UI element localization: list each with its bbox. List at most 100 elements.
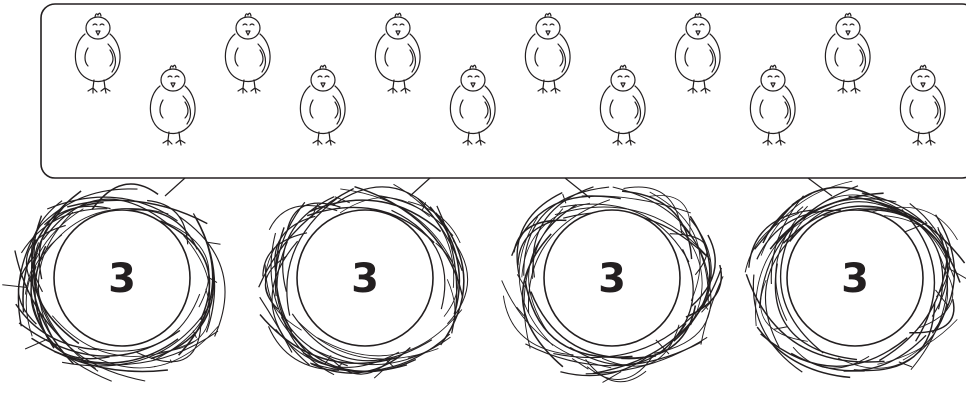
nest-twig bbox=[280, 316, 408, 372]
nest-twig bbox=[123, 209, 198, 250]
nest-twig bbox=[909, 299, 955, 334]
nest-twig bbox=[837, 343, 929, 369]
nest-twig bbox=[192, 330, 197, 339]
nest-twig bbox=[306, 206, 435, 244]
nest-twig bbox=[150, 271, 215, 360]
nest-twig bbox=[169, 359, 173, 364]
nest-twig bbox=[521, 202, 591, 278]
nest-twig bbox=[654, 276, 712, 354]
nest-twig bbox=[745, 274, 885, 363]
nest-icon: 3 bbox=[501, 186, 724, 383]
nest-twig bbox=[2, 284, 28, 288]
nest-twig bbox=[935, 289, 948, 305]
nest-twig bbox=[877, 319, 958, 365]
nest-twig bbox=[760, 279, 808, 342]
nest-twig bbox=[291, 313, 433, 362]
nest-twig bbox=[923, 249, 949, 349]
nest-twig bbox=[621, 190, 693, 260]
nest-twig bbox=[523, 186, 610, 276]
nest-center-circle bbox=[53, 209, 191, 347]
nest-twig bbox=[680, 228, 703, 326]
nest-number: 3 bbox=[841, 256, 869, 302]
nest-twig bbox=[755, 204, 838, 327]
nest-twig bbox=[691, 234, 716, 307]
nest-twig bbox=[31, 215, 75, 365]
nest-twig bbox=[523, 208, 564, 349]
nest-twig bbox=[280, 312, 335, 376]
nest-twig bbox=[417, 197, 463, 271]
nest-twig bbox=[30, 200, 63, 293]
nest-twig bbox=[673, 215, 711, 342]
nest-twig bbox=[407, 279, 456, 359]
nest-twig bbox=[602, 371, 622, 383]
nest-twig bbox=[601, 324, 680, 367]
nest-twig bbox=[774, 326, 788, 330]
nest-twig bbox=[77, 326, 219, 369]
nest-twig bbox=[901, 222, 927, 234]
nest-twig bbox=[38, 201, 104, 280]
nest-twig bbox=[385, 359, 395, 368]
nest-twig bbox=[435, 242, 459, 317]
nest-icon: 3 bbox=[258, 183, 469, 379]
nest-twig bbox=[274, 201, 306, 297]
nest-twig bbox=[789, 201, 924, 243]
nest-twig bbox=[324, 355, 332, 364]
nest-twig bbox=[262, 232, 308, 277]
nest-twig bbox=[391, 209, 446, 310]
nest-twig bbox=[517, 219, 555, 266]
nest-number: 3 bbox=[108, 256, 136, 302]
nest-center-circle bbox=[786, 209, 924, 347]
nest-twig bbox=[621, 305, 697, 360]
nest-twig bbox=[518, 216, 554, 346]
nest-twig bbox=[560, 203, 690, 263]
nest-twig bbox=[259, 314, 398, 364]
nest-twig bbox=[334, 196, 350, 204]
nest-twig bbox=[581, 195, 691, 214]
nest-twig bbox=[94, 293, 201, 352]
nest-twig bbox=[554, 206, 712, 261]
nest-twig bbox=[869, 206, 958, 241]
nest-twig bbox=[770, 195, 804, 285]
nest-twig bbox=[924, 220, 928, 225]
nest-group: 3 3 3 3 bbox=[2, 180, 966, 383]
nest-twig bbox=[14, 250, 70, 347]
nest-twig bbox=[848, 195, 966, 264]
nest-twig bbox=[311, 203, 319, 218]
nest-icon: 3 bbox=[2, 183, 226, 382]
nest-twig bbox=[274, 215, 316, 272]
nest-twig bbox=[869, 199, 944, 310]
nest-twig bbox=[42, 198, 171, 241]
nest-twig bbox=[309, 333, 451, 372]
nest-twig bbox=[571, 358, 589, 370]
nest-twig bbox=[67, 199, 208, 225]
nest-number: 3 bbox=[598, 256, 626, 302]
nest-twig bbox=[268, 205, 338, 231]
nest-twig bbox=[25, 224, 66, 289]
nest-twig bbox=[791, 186, 883, 206]
nest-twig bbox=[61, 302, 212, 367]
nest-twig bbox=[649, 191, 701, 302]
nest-twig bbox=[752, 274, 803, 373]
nest-twig bbox=[703, 303, 709, 310]
nest-twig bbox=[586, 354, 654, 380]
nest-twig bbox=[669, 233, 708, 276]
nest-twig bbox=[612, 186, 709, 302]
nest-twig bbox=[789, 194, 905, 241]
nest-twig bbox=[502, 295, 574, 356]
nest-twig bbox=[421, 202, 427, 211]
nest-twig bbox=[782, 205, 933, 244]
nest-twig bbox=[756, 326, 851, 379]
nest-twig bbox=[700, 276, 724, 345]
nest-twig bbox=[192, 213, 216, 333]
nest-number: 3 bbox=[351, 256, 379, 302]
nest-twig bbox=[648, 195, 691, 237]
nest-twig bbox=[25, 234, 63, 337]
nest-twig bbox=[513, 219, 567, 253]
nest-twig bbox=[744, 212, 799, 273]
nest-twig bbox=[24, 208, 84, 295]
nest-twig bbox=[521, 233, 564, 368]
nest-twig bbox=[80, 358, 97, 369]
nest-twig bbox=[910, 226, 948, 371]
nest-twig bbox=[585, 359, 647, 383]
